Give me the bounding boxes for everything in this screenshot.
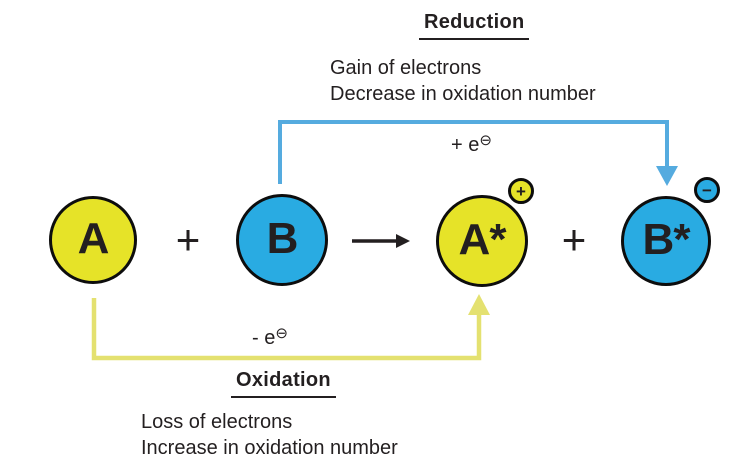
plus-charge-icon: + [516, 181, 526, 201]
molecule-b: B [236, 194, 328, 286]
gain-electron-text: + e [451, 134, 480, 156]
negative-charge-badge: − [694, 177, 720, 203]
molecule-b-star: B* [621, 196, 711, 286]
minus-charge-icon: − [702, 180, 712, 200]
molecule-b-label: B [266, 214, 299, 263]
reaction-arrow-icon [352, 234, 410, 248]
gain-electron-label: + e⊖ [451, 132, 492, 157]
loss-electron-text: - e [252, 327, 276, 349]
molecule-a-star: A* [436, 195, 528, 287]
molecule-a: A [49, 196, 137, 284]
oxidation-description: Loss of electrons Increase in oxidation … [141, 409, 398, 461]
molecule-a-label: A [77, 214, 110, 263]
loss-electron-label: - e⊖ [252, 325, 288, 350]
circled-minus-icon: ⊖ [275, 325, 288, 342]
plus-operator-1: + [175, 216, 201, 263]
molecule-a-star-label: A* [458, 215, 507, 264]
reduction-description-line-1: Gain of electrons [330, 57, 482, 79]
oxidation-title: Oxidation [231, 369, 336, 398]
molecule-b-star-label: B* [642, 215, 691, 264]
circled-minus-icon: ⊖ [479, 132, 492, 149]
positive-charge-badge: + [508, 178, 534, 204]
oxidation-description-line-2: Increase in oxidation number [141, 437, 398, 459]
reduction-electron-arrow-icon [278, 120, 678, 186]
plus-operator-2: + [561, 216, 587, 263]
reduction-description: Gain of electrons Decrease in oxidation … [330, 55, 596, 107]
oxidation-description-line-1: Loss of electrons [141, 411, 293, 433]
reduction-title: Reduction [419, 11, 530, 40]
reduction-description-line-2: Decrease in oxidation number [330, 83, 596, 105]
oxidation-electron-arrow-icon [91, 294, 490, 361]
